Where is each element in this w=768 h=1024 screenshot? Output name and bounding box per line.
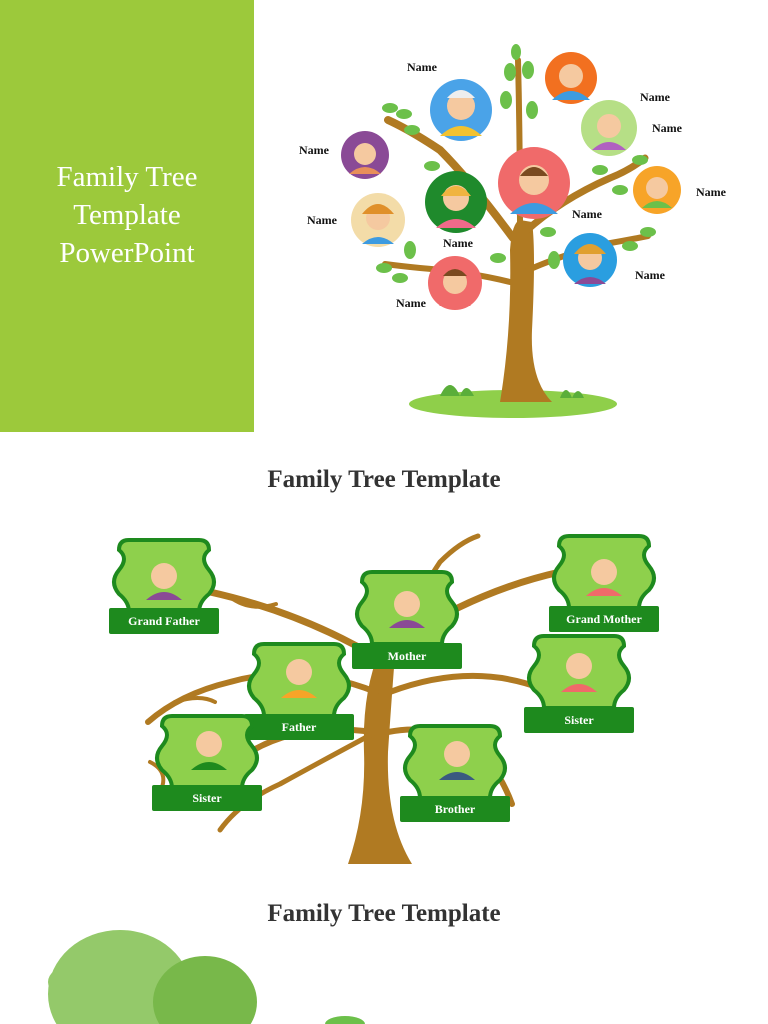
name-label: Name: [640, 90, 670, 104]
slide-title: Family Tree Template: [267, 466, 501, 493]
member-node-mother: Mother: [352, 566, 462, 670]
tree-canopy: [48, 930, 365, 1024]
name-label: Name: [572, 207, 602, 221]
slide-1: Family Tree Template PowerPoint: [0, 0, 768, 432]
sister-icon: [196, 731, 222, 757]
node-label: Grand Mother: [549, 606, 659, 632]
avatar-aunt: [351, 193, 405, 247]
node-label: Grand Father: [109, 608, 219, 634]
branch: [382, 261, 513, 285]
member-node-sister-right: Sister: [524, 630, 634, 734]
name-label: Name: [396, 296, 426, 310]
node-label: Mother: [352, 643, 462, 669]
avatar-old-woman: [341, 131, 389, 179]
node-label: Sister: [152, 785, 262, 811]
sister-icon: [566, 653, 592, 679]
avatar-grandma-2: [581, 100, 637, 156]
mother-icon: [394, 591, 420, 617]
member-node-grand-father: Grand Father: [109, 534, 219, 634]
name-label: Name: [299, 143, 329, 157]
avatar-boy: [428, 256, 482, 310]
name-label: Name: [407, 60, 437, 74]
name-label: Name: [443, 236, 473, 250]
avatar-girl: [563, 233, 617, 287]
node-label: Brother: [400, 796, 510, 822]
frame: [355, 570, 459, 646]
canopy: [153, 956, 257, 1024]
leaf: [325, 1016, 365, 1024]
panel-title: Family Tree Template PowerPoint: [0, 158, 254, 272]
avatar-grandfather: [545, 52, 597, 104]
title-panel: Family Tree Template PowerPoint: [0, 0, 254, 432]
title-line-2: Template: [73, 199, 181, 231]
title-line-1: Family Tree: [56, 161, 198, 193]
father-icon: [286, 659, 312, 685]
avatar-mother: [425, 171, 487, 233]
name-label: Name: [652, 121, 682, 135]
title-line-3: PowerPoint: [59, 237, 195, 269]
tree-trunk: [500, 220, 552, 402]
tree-trunk: [348, 642, 412, 864]
name-label: Name: [696, 185, 726, 199]
member-node-grand-mother: Grand Mother: [549, 530, 659, 632]
node-label: Sister: [524, 707, 634, 733]
name-label: Name: [307, 213, 337, 227]
brother-icon: [444, 741, 470, 767]
grass-tuft: [440, 385, 474, 396]
avatar-grandmother: [430, 79, 492, 141]
grass-tuft: [560, 390, 584, 398]
slide-title: Family Tree Template: [267, 900, 501, 927]
member-node-sister-left: Sister: [152, 710, 262, 814]
member-node-father: Father: [244, 638, 354, 742]
avatar-daughter: [633, 166, 681, 214]
tree-illustration: [341, 44, 681, 418]
avatar-father: [498, 147, 570, 219]
grandfather-icon: [151, 563, 177, 589]
name-label: Name: [635, 268, 665, 282]
node-label: Father: [244, 714, 354, 740]
slide-3: Family Tree Template: [0, 864, 768, 1024]
leaves: [376, 44, 656, 283]
grandmother-icon: [591, 559, 617, 585]
member-node-brother: Brother: [400, 720, 510, 824]
